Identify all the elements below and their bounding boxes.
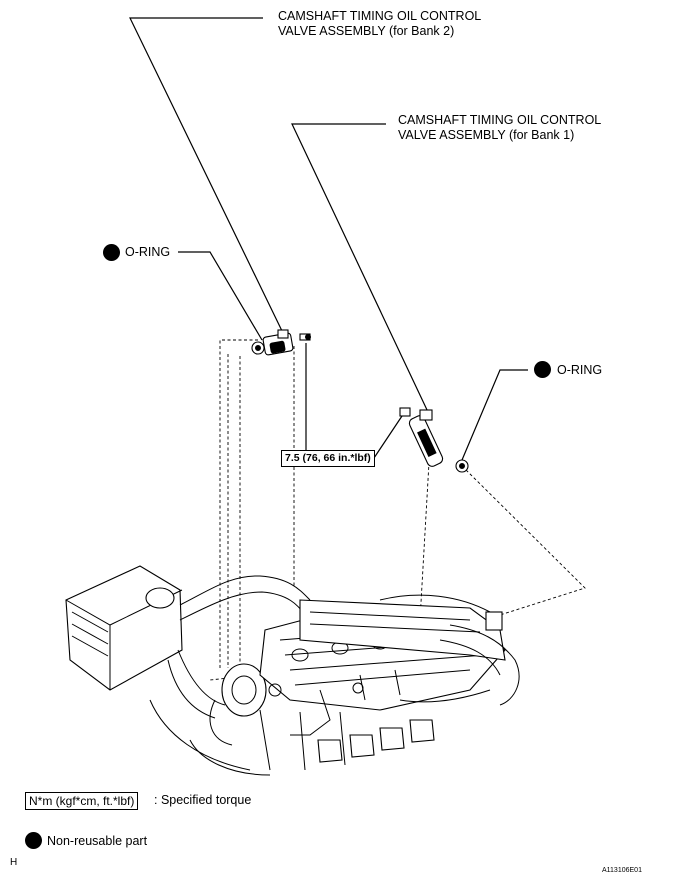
ocv-bank2-label-line1: CAMSHAFT TIMING OIL CONTROL	[278, 9, 482, 23]
leader-bank2	[129, 17, 284, 334]
leader-torque-right	[373, 415, 403, 459]
ocv-bank2-label-line2: VALVE ASSEMBLY (for Bank 2)	[278, 24, 455, 38]
oring-right-label: O-RING	[557, 363, 603, 377]
engine-assembly	[65, 565, 520, 776]
legend-torque-box: N*m (kgf*cm, ft.*lbf)	[25, 792, 139, 810]
leader-oring-left	[178, 251, 263, 341]
ocv-bank2-part	[251, 329, 311, 356]
ocv-bank1-part	[399, 407, 469, 473]
nonreusable-dot-icon	[103, 244, 120, 261]
figure-id: A113106E01	[602, 867, 642, 874]
footer-code: H	[10, 857, 18, 868]
legend-nonreusable-label: Non-reusable part	[47, 834, 148, 848]
legend-torque-desc: : Specified torque	[154, 793, 252, 807]
leader-oring-right	[461, 369, 528, 461]
nonreusable-dot-icon	[25, 832, 42, 849]
oring-left-label: O-RING	[125, 245, 171, 259]
ocv-bank1-label-line2: VALVE ASSEMBLY (for Bank 1)	[398, 128, 575, 142]
nonreusable-dot-icon	[534, 361, 551, 378]
torque-spec-box: 7.5 (76, 66 in.*lbf)	[281, 450, 375, 467]
leader-torque-left	[300, 343, 307, 456]
leader-bank1	[291, 123, 429, 413]
ocv-bank1-label-line1: CAMSHAFT TIMING OIL CONTROL	[398, 113, 602, 127]
